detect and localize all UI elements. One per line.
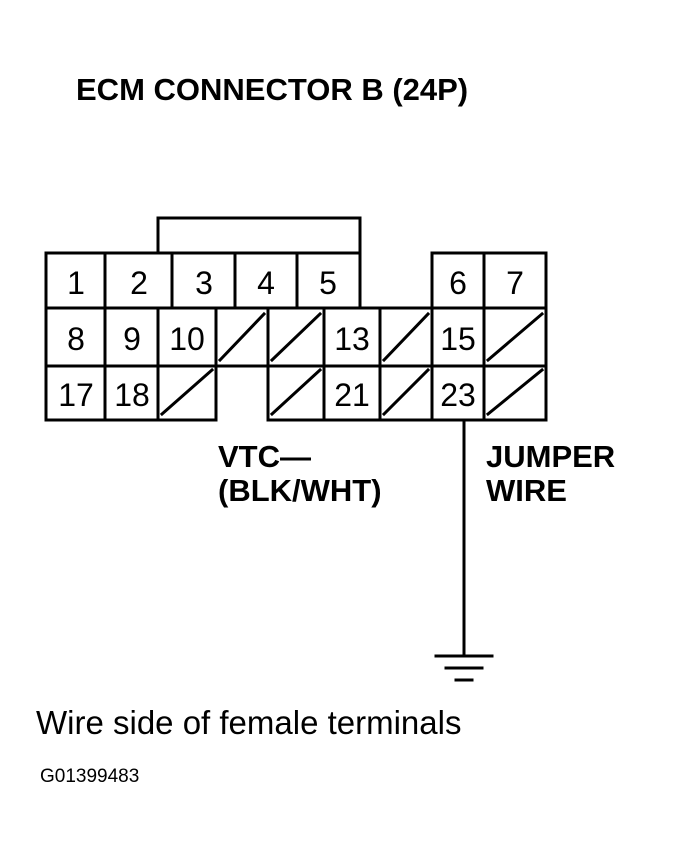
empty-terminal-slash [159, 367, 215, 417]
figure-id: G01399483 [40, 766, 140, 787]
pin-label: 10 [169, 321, 205, 357]
pin-label: 7 [506, 265, 524, 301]
jumper-label-line1: JUMPER [486, 439, 616, 474]
pin-label: 8 [67, 321, 85, 357]
pin-label: 21 [334, 377, 370, 413]
connector-left-block-outline [44, 251, 548, 422]
jumper-wire-label: JUMPER WIRE [486, 440, 615, 508]
empty-terminal-slash [485, 311, 545, 363]
empty-terminal-slash [381, 311, 431, 363]
vtc-label-line2: (BLK/WHT) [218, 473, 382, 508]
empty-terminal-slash [485, 367, 545, 417]
pin-label: 6 [449, 265, 467, 301]
diagram-title: ECM CONNECTOR B (24P) [76, 72, 469, 107]
pin-label: 5 [319, 265, 337, 301]
empty-terminal-slash [381, 367, 431, 417]
pin-label: 4 [257, 265, 275, 301]
empty-terminal-slash [269, 367, 323, 417]
empty-terminal-slash [269, 311, 323, 363]
empty-terminal-slash [217, 311, 267, 363]
diagram-caption: Wire side of female terminals [36, 704, 462, 741]
pin-label: 1 [67, 265, 85, 301]
pin-label: 2 [130, 265, 148, 301]
pin-label: 9 [123, 321, 141, 357]
pin-label: 17 [58, 377, 94, 413]
pin-label: 23 [440, 377, 476, 413]
vtc-label-line1: VTC— [218, 439, 311, 474]
connector-lock-tab [156, 216, 362, 255]
pin-label: 18 [114, 377, 150, 413]
vtc-label: VTC— (BLK/WHT) [218, 440, 382, 508]
pin-label: 15 [440, 321, 476, 357]
jumper-label-line2: WIRE [486, 473, 567, 508]
pin-label: 13 [334, 321, 370, 357]
pin-label: 3 [195, 265, 213, 301]
